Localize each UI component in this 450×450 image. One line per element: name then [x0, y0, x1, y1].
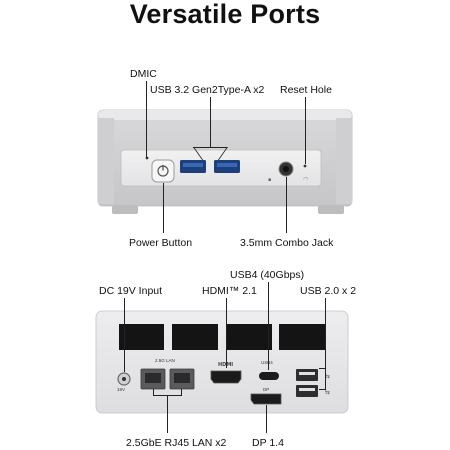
dp-silkscreen: DP [263, 387, 270, 392]
lan-leader-r [181, 389, 182, 396]
power-label: Power Button [129, 237, 193, 249]
jack-leader [286, 177, 287, 233]
lan-label: 2.5GbE RJ45 LAN x2 [126, 437, 227, 449]
dp-label: DP 1.4 [252, 437, 284, 449]
usb32-leader-bar [193, 147, 227, 148]
svg-text:⇆: ⇆ [325, 373, 330, 380]
rear-unit: HDMI ⇆ ⇆ [95, 310, 349, 414]
hdmi-label: HDMI™ 2.1 [202, 285, 257, 297]
svg-text:⇆: ⇆ [325, 389, 330, 396]
svg-text:▪: ▪ [268, 177, 271, 183]
reset-leader [305, 97, 306, 164]
svg-text:◠: ◠ [303, 176, 308, 183]
usb4-label: USB4 (40Gbps) [230, 269, 305, 281]
dp-leader [266, 405, 267, 433]
usb20-leader-v [325, 368, 326, 390]
lan-leader-l [153, 389, 154, 396]
lan-leader-stem [167, 395, 168, 433]
usb20-leader-h2 [319, 389, 326, 390]
dmic-hole [145, 156, 149, 160]
usb20-leader-h1 [319, 368, 326, 369]
svg-text:HDMI: HDMI [218, 362, 233, 368]
dc-silkscreen: 19V [117, 387, 126, 392]
usb4-leader [268, 282, 269, 370]
usb32-label: USB 3.2 Gen2Type-A x2 [150, 84, 265, 96]
front-unit: ▪ ◠ [97, 109, 353, 214]
reset-label: Reset Hole [280, 84, 332, 96]
usb4-silkscreen: USB4 [261, 360, 273, 365]
jack-label: 3.5mm Combo Jack [240, 237, 334, 249]
dc-leader [124, 298, 125, 372]
usb20-leader [325, 298, 326, 368]
page-title: Versatile Ports [129, 0, 321, 29]
dmic-leader [146, 81, 147, 157]
hdmi-leader [226, 298, 227, 368]
usb32-leader-stem [210, 97, 211, 148]
dmic-label: DMIC [130, 68, 157, 80]
dc-label: DC 19V Input [99, 285, 163, 297]
power-leader [163, 183, 164, 233]
usb20-label: USB 2.0 x 2 [300, 285, 357, 297]
lan-silkscreen: 2.5G LAN [155, 358, 175, 363]
